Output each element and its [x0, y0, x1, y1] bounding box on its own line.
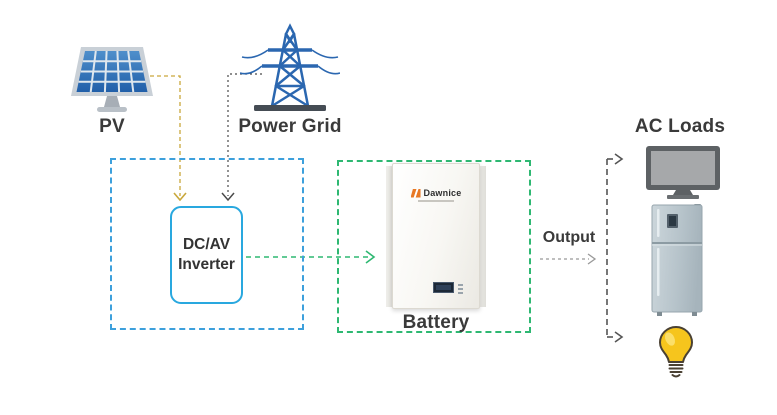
battery-label: Battery — [402, 312, 470, 333]
battery-brand-logo: Dawnice — [393, 188, 479, 198]
inverter-label-line1: DC/AV — [182, 235, 231, 253]
battery-lcd-display — [433, 282, 454, 293]
ac-loads-label: AC Loads — [634, 116, 726, 137]
flow-battery-output — [540, 253, 597, 265]
flow-loads-bus — [606, 153, 624, 343]
battery-zone-box — [337, 160, 531, 333]
monitor-icon — [646, 146, 720, 199]
refrigerator-icon — [651, 204, 703, 316]
inverter-node: DC/AV Inverter — [170, 206, 243, 304]
battery-buttons — [458, 284, 463, 294]
pv-label: PV — [99, 116, 125, 137]
solar-panel-icon — [71, 47, 153, 112]
brand-mark-icon — [410, 188, 421, 198]
transmission-tower-icon — [240, 23, 340, 111]
light-bulb-icon — [659, 326, 693, 378]
wall-battery-image: Dawnice — [386, 163, 486, 312]
battery-mount-flange-left — [386, 166, 394, 307]
battery-body: Dawnice — [392, 163, 480, 309]
power-grid-label: Power Grid — [238, 116, 342, 137]
brand-tagline-line — [418, 200, 454, 202]
brand-name: Dawnice — [423, 188, 462, 198]
battery-mount-flange-right — [478, 166, 486, 307]
output-label: Output — [542, 229, 596, 246]
inverter-zone-box — [110, 158, 304, 330]
inverter-label-line2: Inverter — [178, 256, 235, 273]
